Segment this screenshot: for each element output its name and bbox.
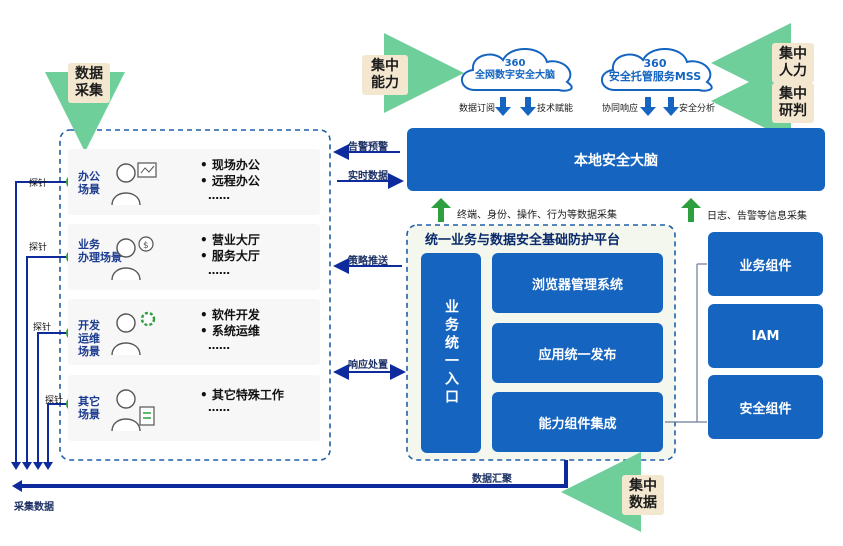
center-data-label: 集中 数据 bbox=[622, 475, 664, 515]
probe-label: 探针 bbox=[29, 243, 48, 253]
component-security: 安全组件 bbox=[708, 375, 823, 439]
presenter-icon bbox=[111, 162, 157, 206]
scene-devops-item: 系统运维 bbox=[200, 323, 260, 339]
collection-label: 数据 采集 bbox=[68, 63, 110, 103]
response-label: 响应处置 bbox=[348, 360, 388, 371]
svg-text:$: $ bbox=[143, 241, 149, 251]
security-analysis-label: 安全分析 bbox=[679, 104, 716, 114]
realtime-label: 实时数据 bbox=[348, 171, 388, 182]
component-business: 业务组件 bbox=[708, 232, 823, 296]
cloud-down-arrows bbox=[495, 97, 679, 116]
scene-office-item: 远程办公 bbox=[200, 173, 260, 189]
scene-devops-items: 软件开发 系统运维 bbox=[200, 307, 260, 339]
probe-label: 探针 bbox=[29, 179, 48, 189]
green-up-arrows bbox=[431, 198, 701, 222]
alert-label: 告警预警 bbox=[348, 142, 388, 153]
tech-enable-label: 技术赋能 bbox=[537, 104, 574, 114]
endpoint-collect-label: 终端、身份、操作、行为等数据采集 bbox=[457, 210, 617, 221]
coop-response-label: 协同响应 bbox=[602, 104, 639, 114]
unified-entry: 业务统一入口 bbox=[421, 253, 481, 453]
scene-devops-name: 开发 运维 场景 bbox=[78, 319, 100, 358]
scene-devops-item: 软件开发 bbox=[200, 307, 260, 323]
collect-data-label: 采集数据 bbox=[14, 502, 54, 513]
aggregate-label: 数据汇聚 bbox=[472, 474, 512, 485]
probe-label: 探针 bbox=[33, 323, 52, 333]
center-people-label: 集中 人力 bbox=[772, 43, 814, 83]
platform-title: 统一业务与数据安全基础防护平台 bbox=[425, 233, 621, 248]
component-iam: IAM bbox=[708, 304, 823, 368]
scene-office-items: 现场办公 远程办公 bbox=[200, 157, 260, 189]
center-ability-label: 集中 能力 bbox=[362, 55, 408, 95]
scene-other-more: …… bbox=[208, 401, 230, 414]
cloud-left-icon bbox=[461, 47, 573, 92]
data-subscribe-label: 数据订阅 bbox=[459, 104, 496, 114]
document-person-icon bbox=[111, 389, 155, 432]
local-security-brain: 本地安全大脑 bbox=[407, 128, 825, 191]
scene-business-item: 营业大厅 bbox=[200, 232, 260, 248]
scenes-container bbox=[59, 129, 331, 461]
log-collect-label: 日志、告警等信息采集 bbox=[707, 211, 807, 222]
probe-lines bbox=[15, 181, 66, 462]
finance-person-icon: $ bbox=[111, 236, 154, 281]
component-bracket bbox=[665, 263, 707, 423]
module-app-publish: 应用统一发布 bbox=[492, 323, 663, 383]
policy-label: 策略推送 bbox=[348, 256, 388, 267]
scene-office-item: 现场办公 bbox=[200, 157, 260, 173]
aggregate-line bbox=[20, 460, 568, 488]
scene-other-item: 其它特殊工作 bbox=[200, 387, 284, 403]
center-research-label: 集中 研判 bbox=[772, 83, 814, 123]
module-browser-management: 浏览器管理系统 bbox=[492, 253, 663, 313]
scene-devops-more: …… bbox=[208, 339, 230, 352]
scene-business-more: …… bbox=[208, 264, 230, 277]
scene-other-items: 其它特殊工作 bbox=[200, 387, 284, 403]
scene-business: 业务 办理场景 $ 营业大厅 服务大厅 …… bbox=[68, 224, 320, 290]
scene-devops: 开发 运维 场景 软件开发 系统运维 …… bbox=[68, 299, 320, 365]
scene-business-item: 服务大厅 bbox=[200, 248, 260, 264]
probe-label: 探针 bbox=[45, 396, 64, 406]
cloud-right-icon bbox=[601, 47, 713, 92]
scene-office-more: …… bbox=[208, 189, 230, 202]
scene-office: 办公 场景 现场办公 远程办公 …… bbox=[68, 149, 320, 215]
scene-other-name: 其它 场景 bbox=[78, 395, 100, 421]
scene-business-items: 营业大厅 服务大厅 bbox=[200, 232, 260, 264]
scene-office-name: 办公 场景 bbox=[78, 170, 100, 196]
scene-business-name: 业务 办理场景 bbox=[78, 238, 122, 264]
module-capability-integration: 能力组件集成 bbox=[492, 392, 663, 452]
scene-other: 其它 场景 其它特殊工作 …… bbox=[68, 375, 320, 441]
gear-person-icon bbox=[111, 311, 156, 356]
